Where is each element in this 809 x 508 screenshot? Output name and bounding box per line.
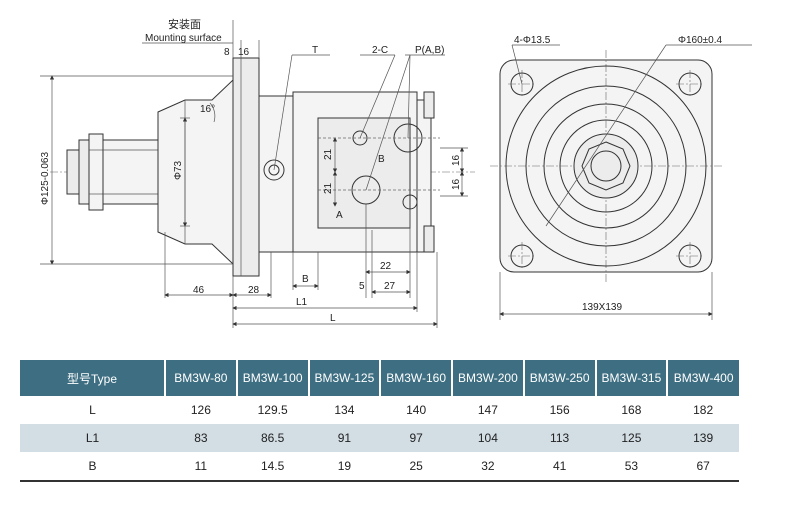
mount-label-cn: 安装面 bbox=[168, 17, 201, 31]
header-bm3w-160: BM3W-160 bbox=[379, 360, 452, 396]
dim-L: L bbox=[330, 313, 336, 324]
table-cell: 113 bbox=[523, 424, 596, 452]
dim-angle: 16° bbox=[200, 104, 215, 115]
table-cell: 140 bbox=[406, 403, 427, 417]
header-bm3w-200: BM3W-200 bbox=[451, 360, 524, 396]
port-letter-A: A bbox=[336, 210, 343, 221]
port-block bbox=[317, 117, 411, 229]
nose-cone bbox=[157, 78, 234, 266]
dim-46: 46 bbox=[193, 285, 205, 296]
mount-label-en: Mounting surface bbox=[145, 33, 222, 44]
shaft-hub bbox=[573, 133, 639, 199]
dim-B: B bbox=[302, 274, 309, 285]
table-cell: 67 bbox=[667, 452, 739, 482]
dim-27: 27 bbox=[384, 281, 396, 292]
table-cell: 97 bbox=[380, 424, 452, 452]
table-cell: 91 bbox=[308, 424, 381, 452]
dim-dia73: Φ73 bbox=[173, 160, 184, 180]
bolt-top bbox=[423, 91, 435, 119]
dim-L1: L1 bbox=[296, 297, 308, 308]
front-view: 4-Φ13.5 Φ160±0.4 139X139 bbox=[490, 35, 752, 320]
shaft-hex bbox=[581, 141, 631, 191]
table-cell: 41 bbox=[523, 452, 596, 482]
table-cell: 25 bbox=[380, 452, 452, 482]
table-cell: 129.5 bbox=[257, 403, 288, 417]
port-letter-B: B bbox=[378, 154, 385, 165]
spec-table: 型号Type BM3W-80 BM3W-100 BM3W-125 BM3W-16… bbox=[20, 360, 739, 482]
header-bm3w-315: BM3W-315 bbox=[594, 360, 668, 396]
table-row: L 126 129.5 134 140 147 156 168 182 bbox=[20, 396, 739, 424]
header-type: 型号Type bbox=[20, 360, 165, 396]
mounting-flange bbox=[232, 57, 260, 277]
shaft-body bbox=[102, 139, 159, 205]
table-row: B 11 14.5 19 25 32 41 53 67 bbox=[20, 452, 739, 482]
table-cell: 86.5 bbox=[236, 424, 309, 452]
table-cell: 104 bbox=[452, 424, 524, 452]
table-cell: 139 bbox=[667, 424, 739, 452]
circle-outer bbox=[505, 65, 707, 267]
table-cell: 125 bbox=[595, 424, 668, 452]
table-cell: 32 bbox=[452, 452, 524, 482]
shaft-nut bbox=[88, 133, 104, 211]
table-cell: L bbox=[89, 403, 96, 417]
table-cell: 182 bbox=[693, 403, 714, 417]
table-cell: 11 bbox=[165, 452, 237, 482]
side-view: 安装面 Mounting surface 8 16 T 2-C P(A,B) 1… bbox=[40, 17, 475, 328]
dim-16: 16 bbox=[238, 47, 250, 58]
port-T-outer bbox=[263, 159, 285, 181]
dim-dia160: Φ160±0.4 bbox=[678, 35, 722, 46]
header-bm3w-80: BM3W-80 bbox=[164, 360, 237, 396]
dim-22: 22 bbox=[380, 261, 392, 272]
table-cell: 53 bbox=[595, 452, 668, 482]
dim-8: 8 bbox=[224, 47, 230, 58]
dim-21a: 21 bbox=[323, 148, 334, 160]
dim-16b: 16 bbox=[451, 178, 462, 190]
circle-160 bbox=[525, 85, 687, 247]
table-cell: 134 bbox=[334, 403, 355, 417]
dim-dia125: Φ125-0.063 bbox=[40, 152, 51, 205]
table-header-row: 型号Type BM3W-80 BM3W-100 BM3W-125 BM3W-16… bbox=[20, 360, 739, 396]
bolt-bottom bbox=[423, 225, 435, 253]
dim-square: 139X139 bbox=[582, 302, 622, 313]
dim-16a: 16 bbox=[451, 154, 462, 166]
header-bm3w-250: BM3W-250 bbox=[522, 360, 596, 396]
label-p: P(A,B) bbox=[415, 45, 444, 56]
shaft-end bbox=[66, 149, 80, 195]
table-cell: 19 bbox=[308, 452, 381, 482]
dim-21b: 21 bbox=[323, 182, 334, 194]
motor-housing-front bbox=[258, 95, 294, 253]
header-bm3w-100: BM3W-100 bbox=[235, 360, 309, 396]
table-row: L1 83 86.5 91 97 104 113 125 139 bbox=[20, 424, 739, 452]
header-bm3w-125: BM3W-125 bbox=[307, 360, 381, 396]
table-cell: 83 bbox=[165, 424, 237, 452]
dim-5: 5 bbox=[359, 281, 365, 292]
label-2c: 2-C bbox=[372, 45, 388, 56]
shaft-collar bbox=[78, 139, 90, 205]
dim-holes: 4-Φ13.5 bbox=[514, 35, 551, 46]
table-cell: 156 bbox=[549, 403, 570, 417]
table-cell: B bbox=[20, 452, 165, 482]
table-cell: 14.5 bbox=[236, 452, 309, 482]
table-cell: 147 bbox=[477, 403, 498, 417]
dim-28: 28 bbox=[248, 285, 260, 296]
table-cell: 126 bbox=[190, 403, 211, 417]
table-cell: L1 bbox=[20, 424, 165, 452]
motor-drawing: 安装面 Mounting surface 8 16 T 2-C P(A,B) 1… bbox=[40, 17, 752, 328]
header-bm3w-400: BM3W-400 bbox=[666, 360, 739, 396]
table-cell: 168 bbox=[621, 403, 642, 417]
label-T: T bbox=[312, 45, 318, 56]
